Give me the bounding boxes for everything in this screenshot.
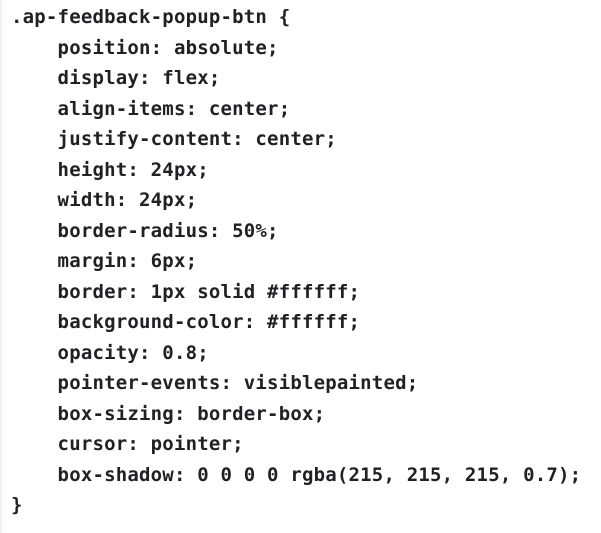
code-line: justify-content: center; [11, 128, 337, 150]
code-line: margin: 6px; [11, 250, 198, 272]
code-line: box-sizing: border-box; [11, 402, 326, 425]
css-code-block: .ap-feedback-popup-btn { position: absol… [2, 0, 601, 521]
code-line: width: 24px; [11, 189, 198, 211]
code-line: position: absolute; [11, 36, 279, 59]
code-line: } [11, 494, 23, 516]
code-line: .ap-feedback-popup-btn { [11, 6, 291, 28]
code-line: pointer-events: visiblepainted; [11, 372, 419, 394]
code-line: align-items: center; [11, 97, 291, 120]
code-line: border-radius: 50%; [11, 219, 279, 242]
code-line: height: 24px; [11, 158, 209, 181]
code-line: box-shadow: 0 0 0 0 rgba(215, 215, 215, … [11, 463, 582, 486]
code-line: cursor: pointer; [11, 433, 244, 455]
code-line: opacity: 0.8; [11, 341, 209, 364]
code-line: border: 1px solid #ffffff; [11, 280, 361, 303]
code-line: background-color: #ffffff; [11, 311, 361, 333]
code-line: display: flex; [11, 67, 221, 89]
